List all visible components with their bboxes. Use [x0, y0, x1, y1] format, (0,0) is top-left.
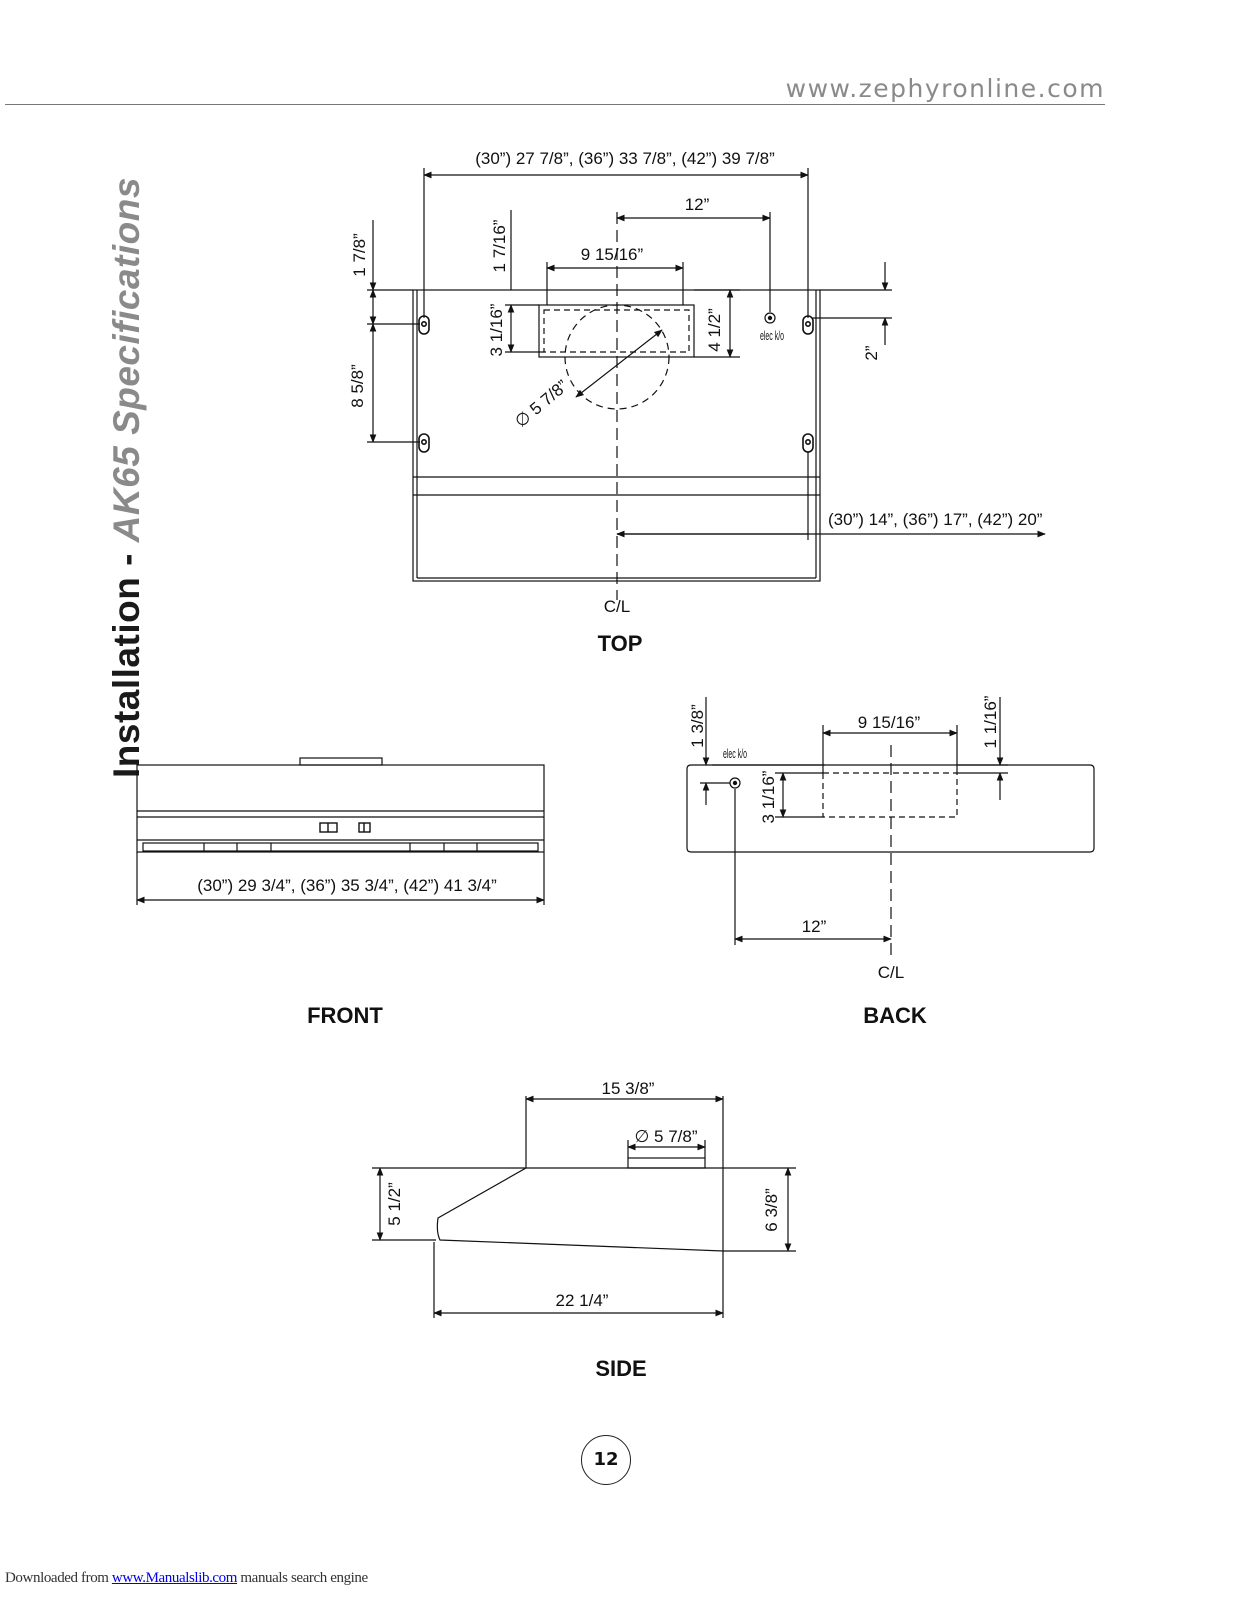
top-dim-2: 2” [862, 345, 881, 360]
top-dim-9-15-16: 9 15/16” [581, 245, 644, 264]
side-duct-collar [627, 1157, 706, 1169]
front-width-label: (30”) 29 3/4”, (36”) 35 3/4”, (42”) 41 3… [197, 876, 497, 895]
side-dim-diameter: ∅ 5 7/8” [634, 1127, 697, 1146]
top-dim-12: 12” [685, 195, 710, 214]
front-view-label: FRONT [307, 1003, 383, 1028]
back-elec-ko-label: elec k/o [723, 746, 747, 761]
diameter-arrow [575, 329, 663, 398]
top-width-label: (30”) 27 7/8”, (36”) 33 7/8”, (42”) 39 7… [475, 149, 775, 168]
top-view-label: TOP [598, 631, 643, 656]
header-rule [5, 104, 1105, 105]
keyhole-slot-icons [418, 315, 814, 453]
footer-prefix: Downloaded from [5, 1570, 112, 1586]
back-dim-3-1-16: 3 1/16” [759, 770, 778, 823]
back-body-outline [686, 764, 1095, 853]
top-centerline-label: C/L [604, 597, 630, 616]
back-view-label: BACK [863, 1003, 927, 1028]
top-dim-3-1-16: 3 1/16” [487, 303, 506, 356]
front-duct-collar [299, 757, 383, 766]
front-view-drawing: (30”) 29 3/4”, (36”) 35 3/4”, (42”) 41 3… [136, 757, 545, 1028]
front-body-outline [136, 764, 545, 853]
back-dim-1-1-16: 1 1/16” [981, 695, 1000, 748]
top-dim-1-7-16: 1 7/16” [490, 219, 509, 272]
back-dim-1-3-8: 1 3/8” [688, 704, 707, 748]
side-view-drawing: 15 3/8” ∅ 5 7/8” 5 1/2” 6 3/8” 22 1/4” S… [372, 1079, 796, 1381]
back-duct-collar [822, 772, 958, 818]
back-dim-9-15-16: 9 15/16” [858, 713, 921, 732]
top-view-drawing: (30”) 27 7/8”, (36”) 33 7/8”, (42”) 39 7… [348, 149, 1046, 656]
top-dim-1-7-8: 1 7/8” [350, 233, 369, 277]
elec-ko-icon [764, 312, 776, 324]
front-control-switches [319, 822, 371, 833]
side-dim-5-1-2: 5 1/2” [385, 1182, 404, 1226]
side-body-outline [436, 1167, 724, 1252]
side-view-label: SIDE [595, 1356, 646, 1381]
footer: Downloaded from www.Manualslib.com manua… [5, 1570, 368, 1587]
top-dim-half-width: (30”) 14”, (36”) 17”, (42”) 20” [828, 510, 1043, 529]
manualslib-link[interactable]: www.Manualslib.com [111, 1570, 238, 1586]
side-dim-22-1-4: 22 1/4” [556, 1291, 609, 1310]
back-centerline-label: C/L [878, 963, 904, 982]
top-dim-diameter: ∅ 5 7/8” [511, 376, 572, 431]
top-dim-8-5-8: 8 5/8” [348, 364, 367, 408]
site-url: www.zephyronline.com [785, 74, 1105, 103]
top-elec-ko-label: elec k/o [760, 328, 784, 343]
side-dim-6-3-8: 6 3/8” [762, 1188, 781, 1232]
back-dim-12: 12” [802, 917, 827, 936]
page-number: 12 [581, 1435, 631, 1485]
top-dim-4-1-2: 4 1/2” [705, 308, 724, 352]
footer-suffix: manuals search engine [237, 1570, 368, 1586]
back-view-drawing: 1 3/8” 9 15/16” 1 1/16” 3 1/16” elec k/o… [686, 695, 1095, 1028]
side-dim-15-3-8: 15 3/8” [602, 1079, 655, 1098]
